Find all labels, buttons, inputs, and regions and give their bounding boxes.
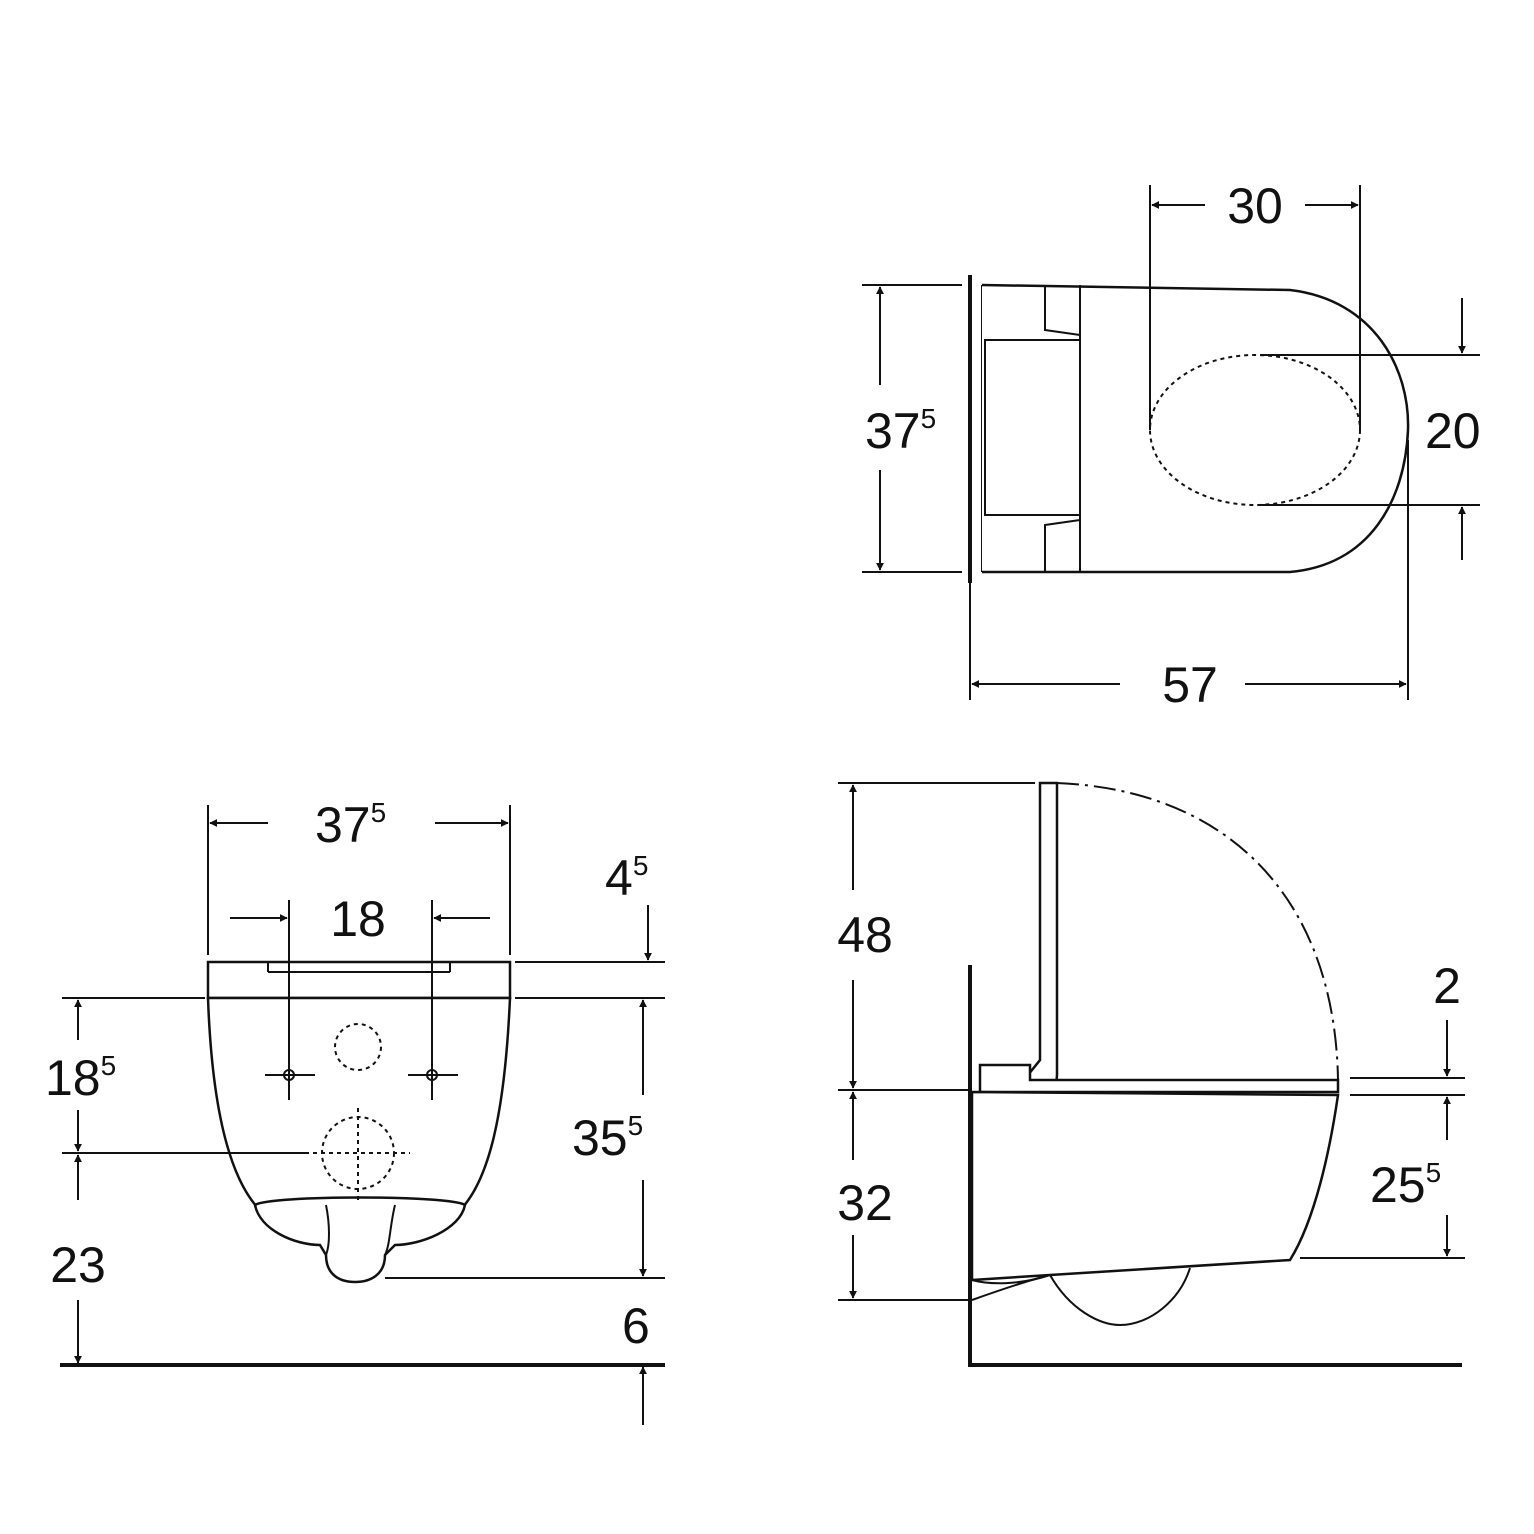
dim-label-32: 32 [837, 1175, 893, 1231]
outlet-detail [384, 1204, 396, 1256]
dim-label-37-5-front: 375 [315, 797, 386, 853]
outlet-detail [325, 1204, 330, 1256]
top-view: 30 375 20 57 [862, 178, 1481, 713]
dim-label-6: 6 [622, 1298, 650, 1354]
bolt-left [265, 1055, 315, 1100]
dim-label-2: 2 [1433, 958, 1461, 1014]
dim-label-4-5: 45 [605, 850, 648, 906]
dim-label-37-5-top: 375 [865, 403, 936, 459]
front-view: 375 18 45 355 6 185 23 [45, 797, 665, 1425]
lid-swing-arc [1056, 782, 1339, 1081]
outlet-circle-dashed [305, 1108, 410, 1200]
outlet-side [971, 1267, 1191, 1327]
outlet-detail [971, 1274, 1051, 1285]
dim-label-20: 20 [1425, 403, 1481, 459]
dim-label-18: 18 [330, 891, 386, 947]
dim-label-57: 57 [1162, 657, 1218, 713]
lid-upright [1026, 781, 1059, 1094]
dim-label-35-5: 355 [572, 1110, 643, 1166]
dim-label-18-5: 185 [45, 1050, 116, 1106]
bolt-right [408, 1055, 458, 1100]
dim-label-48: 48 [837, 907, 893, 963]
dim-label-25-5: 255 [1370, 1157, 1441, 1213]
bowl-outline-top [981, 283, 1410, 574]
side-view: 48 32 2 255 [837, 781, 1465, 1367]
bowl-side [970, 1090, 1340, 1282]
outlet-front [253, 1196, 467, 1284]
dim-label-30: 30 [1227, 178, 1283, 234]
dim-label-23: 23 [50, 1237, 106, 1293]
seat-front [206, 960, 512, 1000]
water-inlet-dashed [334, 1023, 382, 1071]
